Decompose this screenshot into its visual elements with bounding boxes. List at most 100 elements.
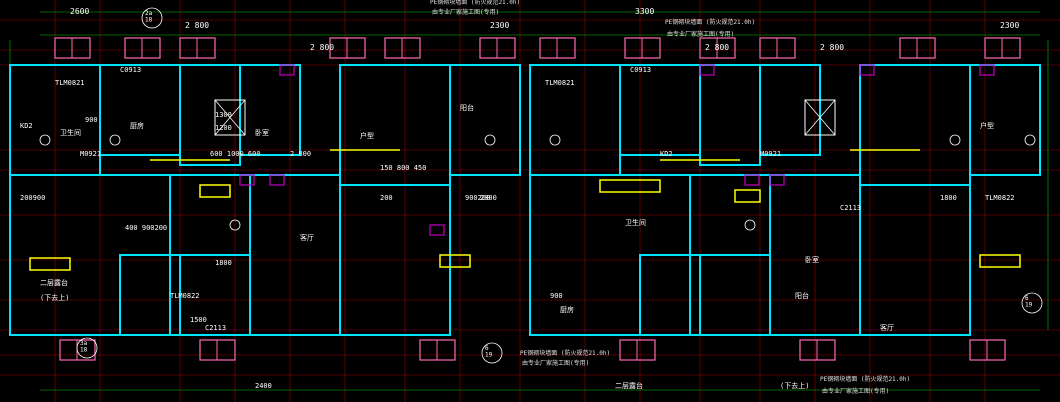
room-label: 卫生间 — [60, 128, 81, 137]
room-wall — [859, 64, 971, 186]
room-label: C0913 — [630, 66, 651, 74]
sanitary-fixture — [39, 134, 51, 146]
sanitary-fixture — [109, 134, 121, 146]
elevator-box — [804, 99, 836, 136]
axis-tag-label: 18 — [80, 347, 88, 354]
room-label: 150 800 450 — [380, 164, 426, 172]
dimension-label: 2300 — [1000, 21, 1019, 30]
dimension-label: 2 800 — [310, 43, 334, 52]
room-label: 1500 — [190, 316, 207, 324]
purple-marker — [269, 174, 285, 186]
elevator-cross — [214, 99, 246, 136]
drawing-note: PE钢砌块墙面 (防火规范21.0h) — [430, 0, 520, 6]
fixture-outline — [439, 254, 471, 268]
room-label: (下去上) — [40, 293, 69, 302]
axis-tag-label: 18 — [145, 17, 153, 24]
elevator-cross — [804, 99, 836, 136]
room-label: TLM0822 — [170, 292, 200, 300]
room-label: 卧室 — [805, 255, 819, 264]
purple-marker — [699, 64, 715, 76]
purple-marker — [859, 64, 875, 76]
dimension-label: 2300 — [490, 21, 509, 30]
dimension-label: 3300 — [635, 7, 654, 16]
room-label: 1800 — [215, 259, 232, 267]
room-label: 厨房 — [560, 305, 574, 314]
room-label: TLM0821 — [55, 79, 85, 87]
room-label: M0921 — [760, 150, 781, 158]
room-label: (下去上) — [780, 381, 809, 390]
room-label: 1300 — [215, 111, 232, 119]
axis-tag-label: 19 — [1025, 302, 1033, 309]
room-label: M0921 — [80, 150, 101, 158]
room-label: TLM0821 — [545, 79, 575, 87]
drawing-note: PE钢砌块墙面 (防火规范21.0h) — [520, 349, 610, 357]
room-label: 卧室 — [255, 128, 269, 137]
room-wall — [339, 184, 451, 336]
drawing-note: 由专业厂家施工图(专用) — [822, 387, 889, 395]
fixture-outline — [979, 254, 1021, 268]
purple-marker — [769, 174, 785, 186]
drawing-note: 由专业厂家施工图(专用) — [667, 30, 734, 38]
axis-tag-circle — [141, 7, 163, 29]
room-label: 2 800 — [290, 150, 311, 158]
room-label: 客厅 — [300, 233, 314, 242]
axis-tag-circle — [481, 342, 503, 364]
room-label: 1200 — [215, 124, 232, 132]
fixture-outline — [734, 189, 761, 203]
room-label: 400 900200 — [125, 224, 167, 232]
room-wall — [99, 64, 181, 156]
room-wall — [619, 64, 701, 156]
room-label: TLM0822 — [985, 194, 1015, 202]
room-label: 900 — [85, 116, 98, 124]
room-wall — [249, 174, 341, 336]
room-label: 二层露台 — [615, 381, 643, 390]
axis-tag-label: 6 — [1025, 295, 1029, 302]
room-label: C2113 — [840, 204, 861, 212]
room-wall — [859, 184, 971, 336]
room-label: 厨房 — [130, 121, 144, 130]
sanitary-fixture — [484, 134, 496, 146]
axis-tag-label: 19 — [485, 352, 493, 359]
room-wall — [759, 64, 821, 156]
room-label: 900200 — [465, 194, 490, 202]
room-wall — [239, 64, 301, 156]
room-label: 2400 — [255, 382, 272, 390]
room-label: 2000 — [480, 194, 497, 202]
dimension-label: 2 800 — [185, 21, 209, 30]
room-label: 1800 — [940, 194, 957, 202]
fixture-layer — [29, 37, 1036, 361]
purple-marker — [429, 224, 445, 236]
room-label: 户型 — [360, 131, 374, 140]
sanitary-fixture — [1024, 134, 1036, 146]
drawing-note: 由专业厂家施工图(专用) — [432, 8, 499, 16]
purple-marker — [979, 64, 995, 76]
room-label: KD2 — [660, 150, 673, 158]
sanitary-fixture — [549, 134, 561, 146]
dimension-label: 2600 — [70, 7, 89, 16]
room-label: 二层露台 — [40, 278, 68, 287]
room-wall — [969, 64, 1041, 176]
room-label: 阳台 — [460, 103, 474, 112]
wall-layer — [9, 64, 1041, 336]
axis-tag-label: 6 — [485, 345, 489, 352]
room-label: 200900 — [20, 194, 45, 202]
sanitary-fixture — [229, 219, 241, 231]
room-label: 阳台 — [795, 291, 809, 300]
dimension-label: 2 800 — [820, 43, 844, 52]
sanitary-fixture — [744, 219, 756, 231]
drawing-note: PE钢砌块墙面 (防火规范21.0h) — [820, 375, 910, 383]
room-wall — [699, 254, 771, 336]
drawing-note: PE钢砌块墙面 (防火规范21.0h) — [665, 18, 755, 26]
room-label: 客厅 — [880, 323, 894, 332]
room-label: 户型 — [980, 121, 994, 130]
axis-tag-label: 2a — [145, 10, 153, 17]
room-label: 200 — [380, 194, 393, 202]
room-label: 600 1000 600 — [210, 150, 261, 158]
room-label: KD2 — [20, 122, 33, 130]
purple-marker — [744, 174, 760, 186]
fixture-outline — [29, 257, 71, 271]
dimension-label: 2 800 — [705, 43, 729, 52]
fixture-outline — [599, 179, 661, 193]
